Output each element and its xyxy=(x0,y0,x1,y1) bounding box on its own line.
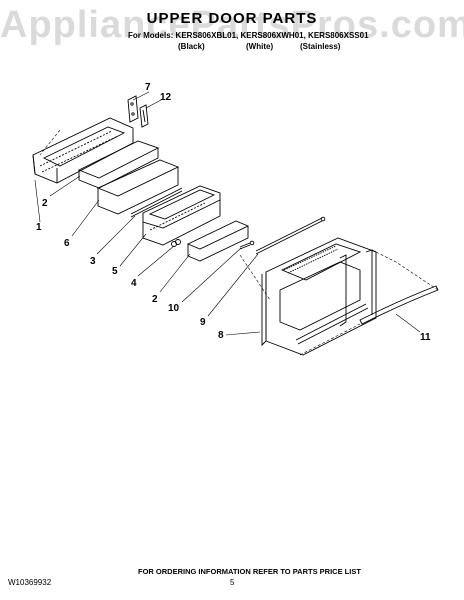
part-5-inner-frame xyxy=(142,185,221,246)
part-9-rod xyxy=(255,216,326,255)
part-3-rod xyxy=(130,187,183,218)
callout-9: 9 xyxy=(200,317,206,328)
callout-1: 1 xyxy=(36,222,42,233)
part-8-outer-panel xyxy=(261,237,377,356)
variant-black: (Black) xyxy=(178,42,205,51)
part-2-glass-lower xyxy=(186,220,250,262)
variant-white: (White) xyxy=(246,42,274,51)
callout-4: 4 xyxy=(131,278,137,289)
part-12-clip xyxy=(139,104,149,128)
callout-10: 10 xyxy=(168,303,180,314)
ordering-note: FOR ORDERING INFORMATION REFER TO PARTS … xyxy=(138,567,361,576)
page-number: 5 xyxy=(230,578,235,587)
variant-stainless: (Stainless) xyxy=(300,42,341,51)
callout-8: 8 xyxy=(218,330,224,341)
part-6-glass-pane xyxy=(96,159,180,215)
part-4-spacer xyxy=(171,239,181,247)
watermark: AppliancePartsPros.com xyxy=(0,4,464,46)
part-2-glass-upper xyxy=(77,140,160,189)
callout-6: 6 xyxy=(64,238,70,249)
callout-2-lower: 2 xyxy=(152,294,158,305)
callout-11: 11 xyxy=(420,332,431,343)
part-10-screw xyxy=(239,240,255,250)
callout-3: 3 xyxy=(90,256,96,267)
models-line: For Models: KERS806XBL01, KERS806XWH01, … xyxy=(128,31,369,40)
callout-2-upper: 2 xyxy=(42,198,48,209)
assembly-lines xyxy=(39,129,439,356)
doc-number: W10369932 xyxy=(8,578,52,587)
callout-7: 7 xyxy=(145,82,151,93)
part-7-bracket xyxy=(127,95,139,123)
callout-5: 5 xyxy=(112,266,118,277)
leader-lines xyxy=(34,91,421,336)
callout-12: 12 xyxy=(160,92,172,103)
page-title: UPPER DOOR PARTS xyxy=(146,10,318,27)
